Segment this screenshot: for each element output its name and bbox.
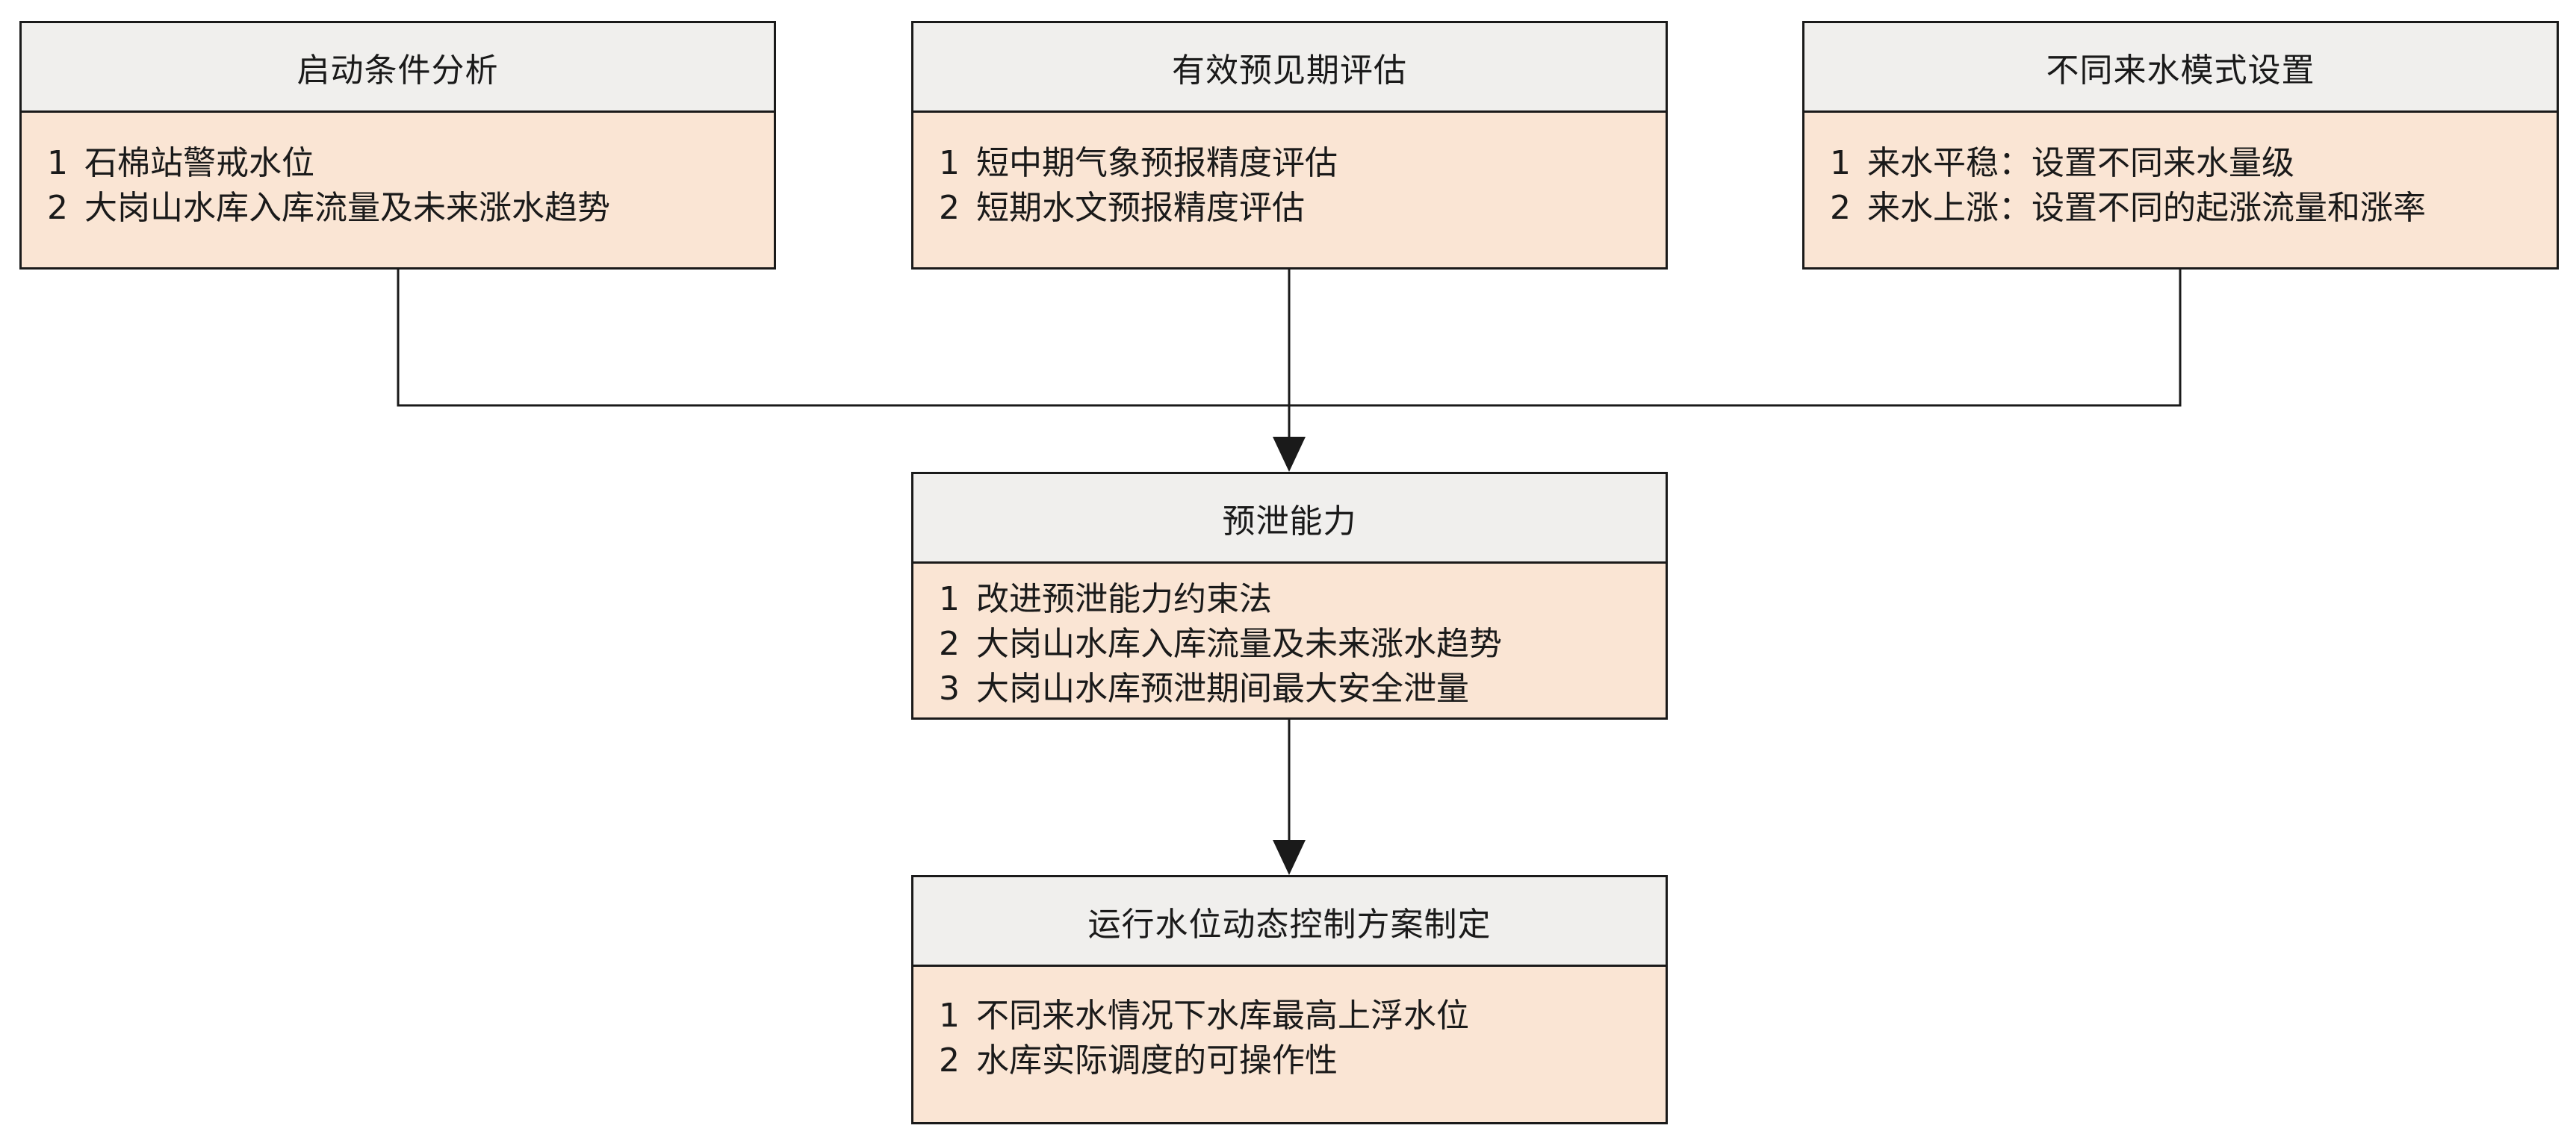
item-number: 2 [939, 1041, 960, 1080]
item-text: 大岗山水库入库流量及未来涨水趋势 [976, 625, 1502, 663]
node-inflow-mode-settings: 不同来水模式设置 1 来水平稳：设置不同来水量级 2 来水上涨：设置不同的起涨流量和… [1802, 21, 2559, 270]
item-text: 石棉站警戒水位 [84, 144, 314, 182]
node-title: 预泄能力 [913, 474, 1666, 564]
list-item: 1 短中期气象预报精度评估 [939, 141, 1666, 186]
node-startup-analysis: 启动条件分析 1 石棉站警戒水位 2 大岗山水库入库流量及未来涨水趋势 [19, 21, 776, 270]
item-number: 1 [939, 997, 960, 1035]
list-item: 1 改进预泄能力约束法 [939, 577, 1666, 622]
item-text: 改进预泄能力约束法 [976, 580, 1272, 618]
item-text: 不同来水情况下水库最高上浮水位 [976, 997, 1469, 1035]
item-number: 1 [939, 580, 960, 618]
item-number: 2 [47, 189, 68, 227]
item-number: 1 [47, 144, 68, 182]
node-items: 1 改进预泄能力约束法 2 大岗山水库入库流量及未来涨水趋势 3 大岗山水库预泄期间最… [913, 564, 1666, 711]
item-text: 水库实际调度的可操作性 [976, 1041, 1338, 1080]
list-item: 1 石棉站警戒水位 [47, 141, 774, 186]
list-item: 3 大岗山水库预泄期间最大安全泄量 [939, 667, 1666, 711]
item-text: 来水平稳：设置不同来水量级 [1867, 144, 2294, 182]
connector-modes-to-merge [1289, 270, 2182, 407]
node-items: 1 短中期气象预报精度评估 2 短期水文预报精度评估 [913, 113, 1666, 231]
item-number: 1 [1830, 144, 1851, 182]
item-text: 大岗山水库入库流量及未来涨水趋势 [84, 189, 610, 227]
item-text: 来水上涨：设置不同的起涨流量和涨率 [1867, 189, 2426, 227]
node-items: 1 石棉站警戒水位 2 大岗山水库入库流量及未来涨水趋势 [22, 113, 774, 231]
item-number: 3 [939, 670, 960, 708]
item-number: 1 [939, 144, 960, 182]
node-title: 启动条件分析 [22, 23, 774, 113]
node-title: 不同来水模式设置 [1804, 23, 2557, 113]
item-number: 2 [1830, 189, 1851, 227]
item-text: 大岗山水库预泄期间最大安全泄量 [976, 670, 1469, 708]
node-lead-time-evaluation: 有效预见期评估 1 短中期气象预报精度评估 2 短期水文预报精度评估 [911, 21, 1668, 270]
list-item: 2 大岗山水库入库流量及未来涨水趋势 [47, 186, 774, 231]
list-item: 2 短期水文预报精度评估 [939, 186, 1666, 231]
arrow-to-pre [1273, 437, 1306, 472]
item-text: 短期水文预报精度评估 [976, 189, 1305, 227]
connector-start-to-merge [397, 270, 1289, 407]
list-item: 1 不同来水情况下水库最高上浮水位 [939, 994, 1666, 1038]
node-items: 1 来水平稳：设置不同来水量级 2 来水上涨：设置不同的起涨流量和涨率 [1804, 113, 2557, 231]
node-pre-release-capacity: 预泄能力 1 改进预泄能力约束法 2 大岗山水库入库流量及未来涨水趋势 3 大岗山水库… [911, 472, 1668, 720]
arrow-to-plan [1273, 840, 1306, 875]
item-number: 2 [939, 189, 960, 227]
list-item: 2 大岗山水库入库流量及未来涨水趋势 [939, 622, 1666, 667]
list-item: 2 来水上涨：设置不同的起涨流量和涨率 [1830, 186, 2557, 231]
node-dynamic-control-plan: 运行水位动态控制方案制定 1 不同来水情况下水库最高上浮水位 2 水库实际调度的可操… [911, 875, 1668, 1124]
list-item: 2 水库实际调度的可操作性 [939, 1038, 1666, 1083]
node-items: 1 不同来水情况下水库最高上浮水位 2 水库实际调度的可操作性 [913, 967, 1666, 1083]
list-item: 1 来水平稳：设置不同来水量级 [1830, 141, 2557, 186]
node-title: 有效预见期评估 [913, 23, 1666, 113]
item-number: 2 [939, 625, 960, 663]
item-text: 短中期气象预报精度评估 [976, 144, 1338, 182]
node-title: 运行水位动态控制方案制定 [913, 877, 1666, 967]
